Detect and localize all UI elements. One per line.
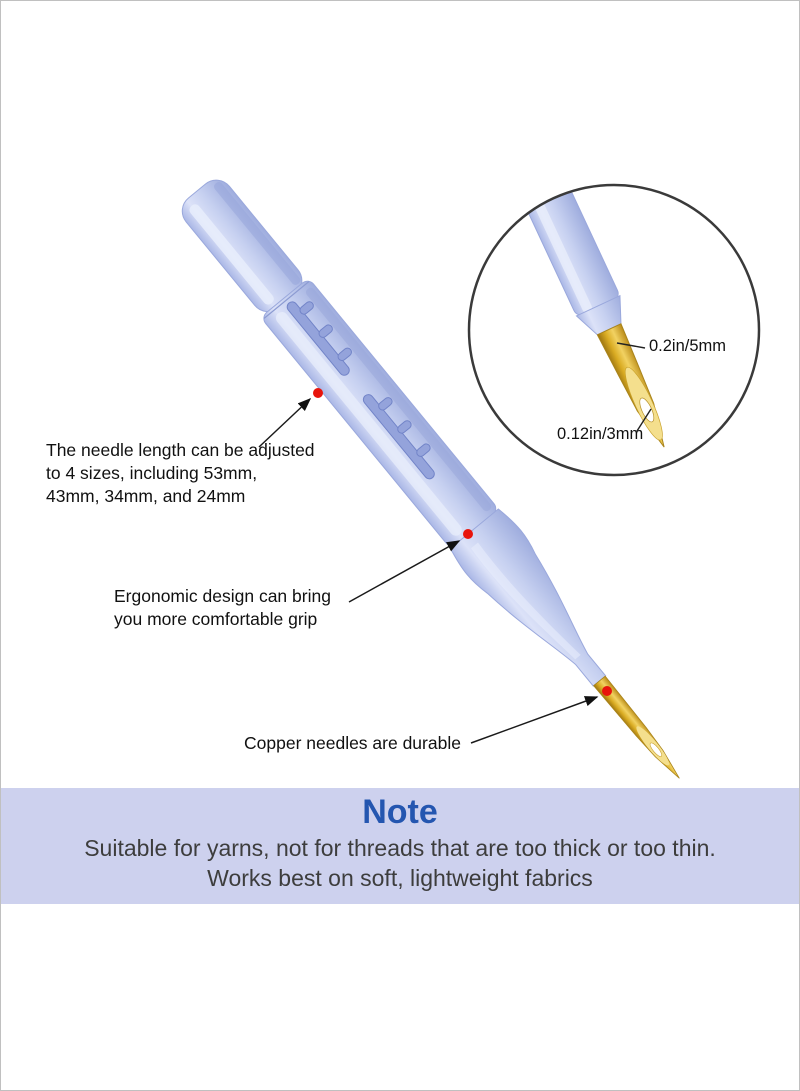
- arrow-copper: [470, 696, 599, 744]
- arrow-ergonomic: [348, 540, 461, 603]
- red-dot-ergonomic: [463, 529, 473, 539]
- note-line2: Works best on soft, lightweight fabrics: [207, 865, 593, 891]
- note-title: Note: [362, 793, 438, 831]
- needle: [593, 675, 680, 779]
- arrow-needle-length: [258, 397, 312, 448]
- annotation-copper-line1: Copper needles are durable: [244, 733, 461, 753]
- red-dot-needle-length: [313, 388, 323, 398]
- inset-circle-outline: [467, 183, 761, 477]
- annotation-needle-length-line1: The needle length can be adjusted: [46, 440, 315, 460]
- annotation-needle-length-line3: 43mm, 34mm, and 24mm: [46, 486, 246, 506]
- measurement-needle-width: 0.2in/5mm: [649, 337, 727, 355]
- pen-grip: [449, 508, 607, 687]
- adjustment-slots: [286, 301, 435, 480]
- annotation-copper: Copper needles are durable: [244, 732, 461, 755]
- annotation-ergonomic: Ergonomic design can bring you more comf…: [114, 585, 331, 631]
- annotation-ergonomic-line1: Ergonomic design can bring: [114, 586, 331, 606]
- inset-needle-eye-hole: [639, 397, 655, 423]
- annotation-needle-length-line2: to 4 sizes, including 53mm,: [46, 463, 258, 483]
- note-line1: Suitable for yarns, not for threads that…: [84, 835, 716, 861]
- pen-cap: [181, 179, 303, 313]
- leader-line-needle-width: [616, 342, 646, 349]
- leader-line-hole-width: [636, 408, 652, 432]
- needle-eye-hole: [649, 742, 663, 757]
- annotation-needle-length: The needle length can be adjusted to 4 s…: [46, 439, 315, 508]
- note-section: Note Suitable for yarns, not for threads…: [1, 788, 799, 904]
- red-dot-copper: [602, 686, 612, 696]
- measurement-hole-width: 0.12in/3mm: [557, 425, 644, 443]
- annotation-ergonomic-line2: you more comfortable grip: [114, 609, 318, 629]
- punch-needle-pen: [181, 179, 680, 779]
